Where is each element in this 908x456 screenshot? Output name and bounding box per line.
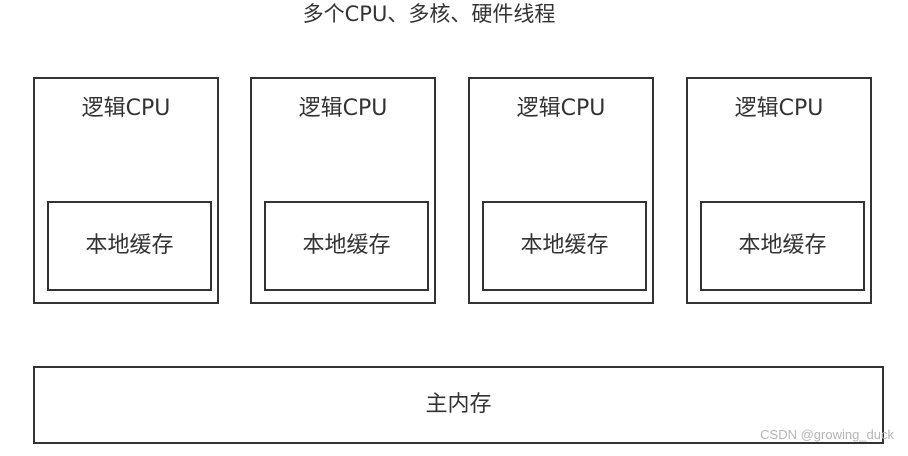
logical-cpu-label: 逻辑CPU — [734, 96, 824, 121]
cpu-row: 逻辑CPU 本地缓存 逻辑CPU 本地缓存 逻辑CPU 本地缓存 逻辑CPU 本… — [33, 77, 882, 305]
watermark: CSDN @growing_duck — [760, 427, 894, 442]
logical-cpu-box: 逻辑CPU 本地缓存 — [468, 77, 654, 304]
local-cache-label: 本地缓存 — [738, 233, 827, 258]
local-cache-label: 本地缓存 — [85, 233, 174, 258]
local-cache-box: 本地缓存 — [482, 201, 647, 291]
local-cache-box: 本地缓存 — [700, 201, 865, 291]
local-cache-box: 本地缓存 — [47, 201, 212, 291]
local-cache-box: 本地缓存 — [264, 201, 429, 291]
logical-cpu-label: 逻辑CPU — [516, 96, 606, 121]
logical-cpu-box: 逻辑CPU 本地缓存 — [686, 77, 872, 304]
main-memory-label: 主内存 — [425, 392, 492, 417]
local-cache-label: 本地缓存 — [302, 233, 391, 258]
logical-cpu-label: 逻辑CPU — [298, 96, 388, 121]
logical-cpu-label: 逻辑CPU — [81, 96, 171, 121]
diagram-title: 多个CPU、多核、硬件线程 — [302, 2, 556, 26]
local-cache-label: 本地缓存 — [520, 233, 609, 258]
logical-cpu-box: 逻辑CPU 本地缓存 — [33, 77, 219, 304]
main-memory-box: 主内存 — [33, 366, 884, 444]
logical-cpu-box: 逻辑CPU 本地缓存 — [250, 77, 436, 304]
